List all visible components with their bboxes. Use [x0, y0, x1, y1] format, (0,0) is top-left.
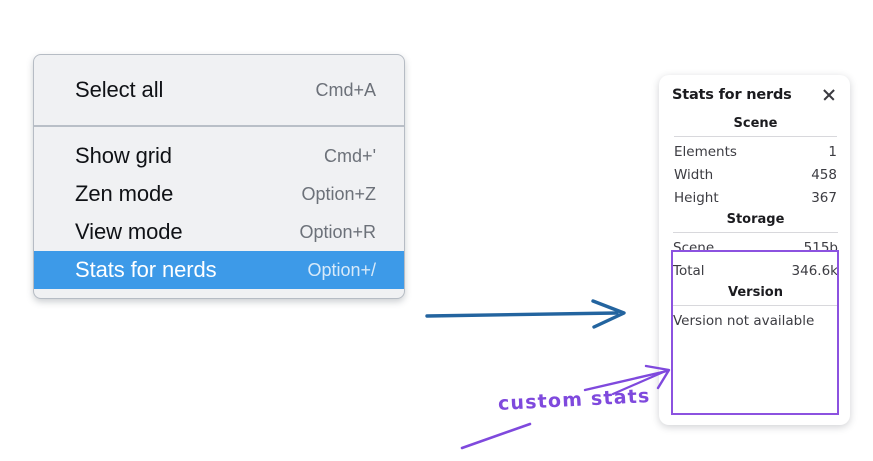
menu-item-shortcut: Option+Z	[301, 183, 376, 204]
stat-value: 367	[811, 189, 837, 206]
stats-section-scene: Scene Elements 1 Width 458 Height 367	[672, 113, 839, 209]
menu-item-label: View mode	[75, 219, 183, 244]
menu-item-label: Show grid	[75, 143, 172, 168]
stat-value: 346.6k	[791, 262, 838, 279]
section-heading-version: Version	[728, 285, 783, 300]
stat-value: 458	[811, 166, 837, 183]
stat-key: Height	[674, 189, 719, 206]
stat-value: 1	[828, 143, 837, 160]
section-rule	[673, 232, 838, 233]
menu-item-show-grid[interactable]: Show grid Cmd+'	[34, 137, 404, 175]
stats-custom-region: Storage Scene 515b Total 346.6k Version …	[671, 209, 840, 333]
section-rule	[673, 305, 838, 306]
stat-key: Width	[674, 166, 714, 183]
stat-value: 515b	[803, 239, 838, 256]
stat-row: Scene 515b	[671, 236, 840, 259]
menu-item-select-all[interactable]: Select all Cmd+A	[34, 71, 404, 109]
section-heading-storage: Storage	[726, 212, 785, 227]
menu-item-view-mode[interactable]: View mode Option+R	[34, 213, 404, 251]
menu-item-label: Zen mode	[75, 181, 174, 206]
panel-title: Stats for nerds	[672, 87, 792, 103]
menu-section-primary: Select all Cmd+A	[34, 55, 404, 125]
stat-key: Scene	[673, 239, 715, 256]
menu-item-label: Select all	[75, 77, 164, 102]
stats-for-nerds-panel[interactable]: Stats for nerds Scene Elements 1 Width 4…	[659, 75, 850, 425]
version-note: Version not available	[673, 313, 815, 329]
stat-row: Height 367	[672, 186, 839, 209]
callout-label-custom-stats: custom stats	[497, 385, 652, 415]
stats-section-version: Version Version not available	[671, 282, 840, 333]
menu-section-view: Show grid Cmd+' Zen mode Option+Z View m…	[34, 127, 404, 298]
callout-underline	[460, 422, 532, 450]
menu-divider	[34, 125, 404, 127]
flow-arrow-icon	[425, 299, 626, 329]
stats-section-storage: Storage Scene 515b Total 346.6k	[671, 209, 840, 282]
stat-key: Total	[673, 262, 705, 279]
panel-header: Stats for nerds	[672, 87, 839, 103]
section-heading-scene: Scene	[733, 116, 778, 131]
stat-row: Elements 1	[672, 140, 839, 163]
stat-row: Total 346.6k	[671, 259, 840, 282]
stat-row: Width 458	[672, 163, 839, 186]
close-icon[interactable]	[821, 87, 837, 103]
menu-item-shortcut: Option+R	[299, 221, 376, 242]
menu-item-shortcut: Option+/	[307, 259, 376, 280]
menu-item-shortcut: Cmd+A	[315, 79, 376, 100]
menu-item-label: Stats for nerds	[75, 257, 217, 282]
menu-item-stats-for-nerds[interactable]: Stats for nerds Option+/	[34, 251, 404, 289]
menu-item-zen-mode[interactable]: Zen mode Option+Z	[34, 175, 404, 213]
menu-item-shortcut: Cmd+'	[324, 145, 376, 166]
context-menu[interactable]: Select all Cmd+A Show grid Cmd+' Zen mod…	[33, 54, 405, 299]
section-rule	[674, 136, 837, 137]
stat-key: Elements	[674, 143, 737, 160]
